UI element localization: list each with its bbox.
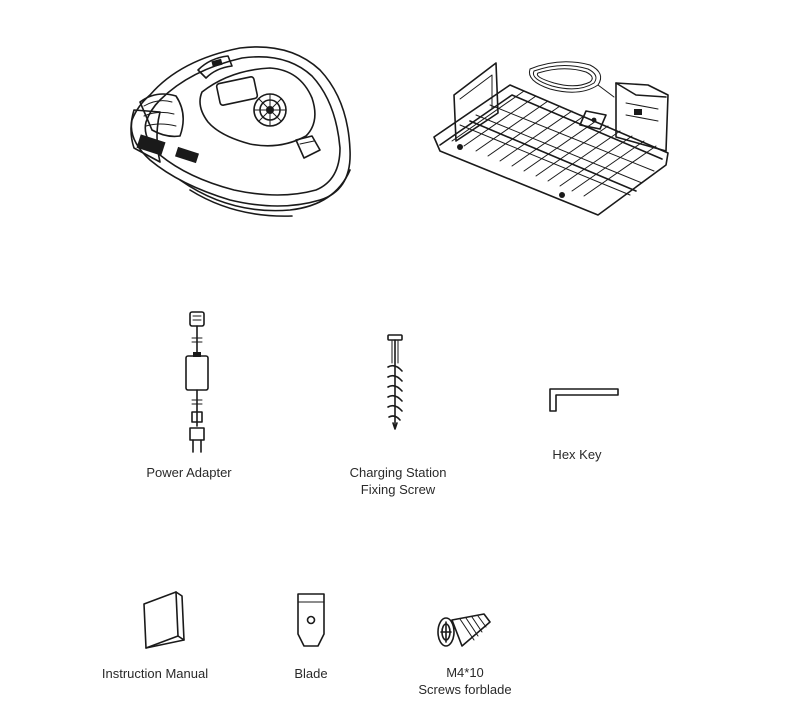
instruction-manual-label: Instruction Manual [101, 666, 209, 681]
blade-screw-label: M4*10 Screws forblade [418, 664, 511, 698]
hex-key-illustration [549, 388, 619, 412]
blade-illustration [297, 593, 325, 647]
fixing-screw-label: Charging Station Fixing Screw [350, 464, 447, 498]
blade-label: Blade [294, 666, 328, 681]
power-adapter-label: Power Adapter [146, 465, 232, 480]
robot-mower-illustration [130, 46, 351, 217]
charging-station-illustration [433, 61, 669, 216]
fixing-screw-label-line2: Fixing Screw [360, 482, 436, 497]
fixing-screw-label-line1: Charging Station [349, 465, 447, 480]
fixing-screw-illustration [387, 334, 403, 430]
blade-screw-illustration [437, 613, 491, 647]
blade-screw-label-line2: Screws forblade [418, 682, 512, 697]
hex-key-label: Hex Key [552, 447, 602, 462]
instruction-manual-illustration [143, 591, 185, 649]
power-adapter-illustration [185, 311, 209, 453]
blade-screw-label-line1: M4*10 [446, 665, 484, 680]
